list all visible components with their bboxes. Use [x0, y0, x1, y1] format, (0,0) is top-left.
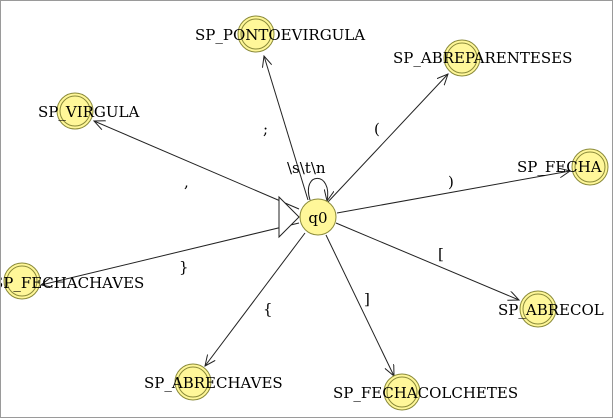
state-fc-label: SP_FECHACHAVES	[1, 274, 144, 292]
edge-label-fp: )	[448, 173, 454, 191]
edge-label-ap: (	[374, 120, 380, 138]
edge-q0-ab	[205, 232, 306, 366]
edge-label-fc: }	[179, 258, 189, 276]
state-ab-outer[interactable]	[174, 363, 212, 401]
state-ap-inner	[446, 42, 478, 74]
state-pv-outer[interactable]	[237, 15, 275, 53]
state-ac-label: SP_ABRECOL	[498, 301, 604, 319]
state-fk-label: SP_FECHACOLCHETES	[333, 384, 518, 402]
edge-label-pv: ;	[263, 120, 268, 138]
state-pv-label: SP_PONTOEVIRGULA	[195, 26, 365, 44]
state-fc-outer[interactable]	[3, 262, 41, 300]
edge-q0-fc	[41, 222, 300, 285]
edge-q0-pv	[264, 56, 309, 201]
edge-label-ac: [	[438, 245, 444, 263]
edge-q0-self-loop	[307, 177, 327, 201]
edge-q0-ap	[326, 74, 448, 204]
state-fp-label: SP_FECHA	[517, 158, 602, 176]
edge-label-self-loop: \s\t\n	[287, 159, 326, 177]
state-ab-inner	[177, 366, 209, 398]
state-ab-label: SP_ABRECHAVES	[144, 374, 283, 392]
edge-label-fk: ]	[364, 290, 370, 308]
initial-state-arrow-icon	[278, 195, 300, 239]
state-vi-label: SP_VIRGULA	[38, 103, 140, 121]
state-ap-label: SP_ABREPARENTESES	[393, 49, 572, 67]
state-vi-outer[interactable]	[56, 92, 94, 130]
state-q0-label: q0	[308, 209, 327, 227]
edge-label-vi: ,	[184, 173, 189, 191]
edge-label-ab: {	[263, 300, 273, 318]
state-q0[interactable]	[299, 198, 337, 236]
edge-q0-ac	[335, 222, 519, 300]
edge-q0-fp	[336, 171, 570, 214]
state-fk-inner	[386, 376, 418, 408]
state-fk-outer[interactable]	[383, 373, 421, 411]
state-fp-outer[interactable]	[571, 148, 609, 186]
state-ac-outer[interactable]	[519, 290, 557, 328]
state-fc-inner	[6, 265, 38, 297]
edge-q0-fk	[325, 234, 394, 376]
state-pv-inner	[240, 18, 272, 50]
state-vi-inner	[59, 95, 91, 127]
state-fp-inner	[574, 151, 606, 183]
edge-q0-vi	[94, 121, 300, 210]
state-ap-outer[interactable]	[443, 39, 481, 77]
state-ac-inner	[522, 293, 554, 325]
